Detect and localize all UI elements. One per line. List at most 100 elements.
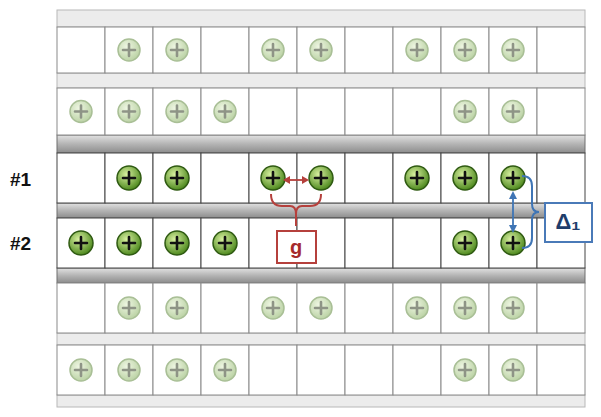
plus-sign bbox=[459, 44, 471, 56]
lattice-cell bbox=[489, 88, 537, 135]
lattice-cell bbox=[345, 283, 393, 333]
plus-sign bbox=[219, 106, 231, 118]
ion-symbol bbox=[166, 101, 188, 123]
separator-bar bbox=[57, 135, 585, 153]
ion-symbol bbox=[454, 297, 476, 319]
arrow-head bbox=[283, 176, 309, 184]
plus-sign bbox=[315, 172, 327, 184]
ion-circle bbox=[454, 39, 476, 61]
plus-sign bbox=[75, 364, 87, 376]
spacing-bracket bbox=[522, 176, 539, 248]
lattice-cell bbox=[201, 88, 249, 135]
ion-circle bbox=[117, 231, 141, 255]
plus-sign bbox=[267, 44, 279, 56]
annotation-symbol: g bbox=[290, 236, 302, 258]
separator-bar bbox=[57, 268, 585, 283]
ion-symbol bbox=[405, 166, 429, 190]
lattice-cell bbox=[345, 153, 393, 203]
plus-sign bbox=[75, 237, 87, 249]
ion-symbol bbox=[406, 39, 428, 61]
lattice-cell bbox=[393, 345, 441, 395]
ion-circle bbox=[118, 101, 140, 123]
ion-circle bbox=[309, 166, 333, 190]
ion-symbol bbox=[310, 297, 332, 319]
ion-circle bbox=[214, 101, 236, 123]
ion-symbol bbox=[453, 231, 477, 255]
lattice-cell bbox=[393, 218, 441, 268]
ion-symbol bbox=[70, 359, 92, 381]
ion-symbol bbox=[118, 39, 140, 61]
separator-bar bbox=[57, 333, 585, 345]
ion-symbol bbox=[310, 39, 332, 61]
lattice-cell bbox=[345, 345, 393, 395]
lattice-cell bbox=[201, 345, 249, 395]
lattice-cell bbox=[441, 153, 489, 203]
ion-circle bbox=[453, 231, 477, 255]
ion-symbol bbox=[213, 231, 237, 255]
row-label: #1 bbox=[10, 170, 31, 191]
plus-sign bbox=[123, 44, 135, 56]
ion-circle bbox=[310, 297, 332, 319]
lattice-cell bbox=[489, 345, 537, 395]
lattice-cell bbox=[441, 218, 489, 268]
ion-symbol bbox=[118, 101, 140, 123]
ion-circle bbox=[70, 359, 92, 381]
plus-sign bbox=[411, 44, 423, 56]
ion-circle bbox=[406, 297, 428, 319]
plus-sign bbox=[123, 364, 135, 376]
plus-sign bbox=[459, 172, 471, 184]
plus-sign bbox=[411, 302, 423, 314]
ion-symbol bbox=[118, 297, 140, 319]
ion-circle bbox=[501, 231, 525, 255]
lattice-cell bbox=[249, 88, 297, 135]
ion-circle bbox=[166, 359, 188, 381]
plus-sign bbox=[459, 302, 471, 314]
ion-circle bbox=[501, 166, 525, 190]
lattice-cell bbox=[489, 27, 537, 73]
ion-symbol bbox=[262, 39, 284, 61]
lattice-cell bbox=[537, 88, 585, 135]
lattice-cell bbox=[537, 153, 585, 203]
separator-bar bbox=[57, 203, 585, 218]
ion-circle bbox=[166, 297, 188, 319]
ion-symbol bbox=[70, 101, 92, 123]
lattice-cell bbox=[153, 345, 201, 395]
ion-symbol bbox=[502, 359, 524, 381]
ion-symbol bbox=[165, 231, 189, 255]
lattice-cell bbox=[105, 283, 153, 333]
separator-bar bbox=[57, 395, 585, 407]
plus-sign bbox=[507, 172, 519, 184]
plus-sign bbox=[171, 44, 183, 56]
ion-symbol bbox=[261, 166, 285, 190]
ion-symbol bbox=[117, 166, 141, 190]
annotation-box: g bbox=[276, 230, 317, 264]
plus-sign bbox=[123, 302, 135, 314]
ion-circle bbox=[454, 297, 476, 319]
ion-symbol bbox=[309, 166, 333, 190]
plus-sign bbox=[507, 237, 519, 249]
ion-circle bbox=[262, 39, 284, 61]
lattice-cell bbox=[441, 27, 489, 73]
ion-circle bbox=[165, 231, 189, 255]
lattice-cell bbox=[297, 283, 345, 333]
ion-symbol bbox=[453, 166, 477, 190]
plus-sign bbox=[171, 172, 183, 184]
ion-circle bbox=[453, 166, 477, 190]
lattice-cell bbox=[393, 283, 441, 333]
plus-sign bbox=[171, 364, 183, 376]
lattice-cell bbox=[153, 153, 201, 203]
ion-symbol bbox=[214, 101, 236, 123]
ion-symbol bbox=[454, 39, 476, 61]
annotation-symbol: Δ₁ bbox=[556, 210, 581, 234]
ion-symbol bbox=[214, 359, 236, 381]
lattice-cell bbox=[57, 345, 105, 395]
separator-bar bbox=[57, 10, 585, 27]
lattice-cell bbox=[201, 153, 249, 203]
row-label: #2 bbox=[10, 234, 31, 255]
plus-sign bbox=[75, 106, 87, 118]
gap-bracket bbox=[271, 194, 321, 214]
lattice-cell bbox=[153, 218, 201, 268]
ion-symbol bbox=[165, 166, 189, 190]
arrow-head bbox=[509, 191, 517, 233]
plus-sign bbox=[315, 44, 327, 56]
